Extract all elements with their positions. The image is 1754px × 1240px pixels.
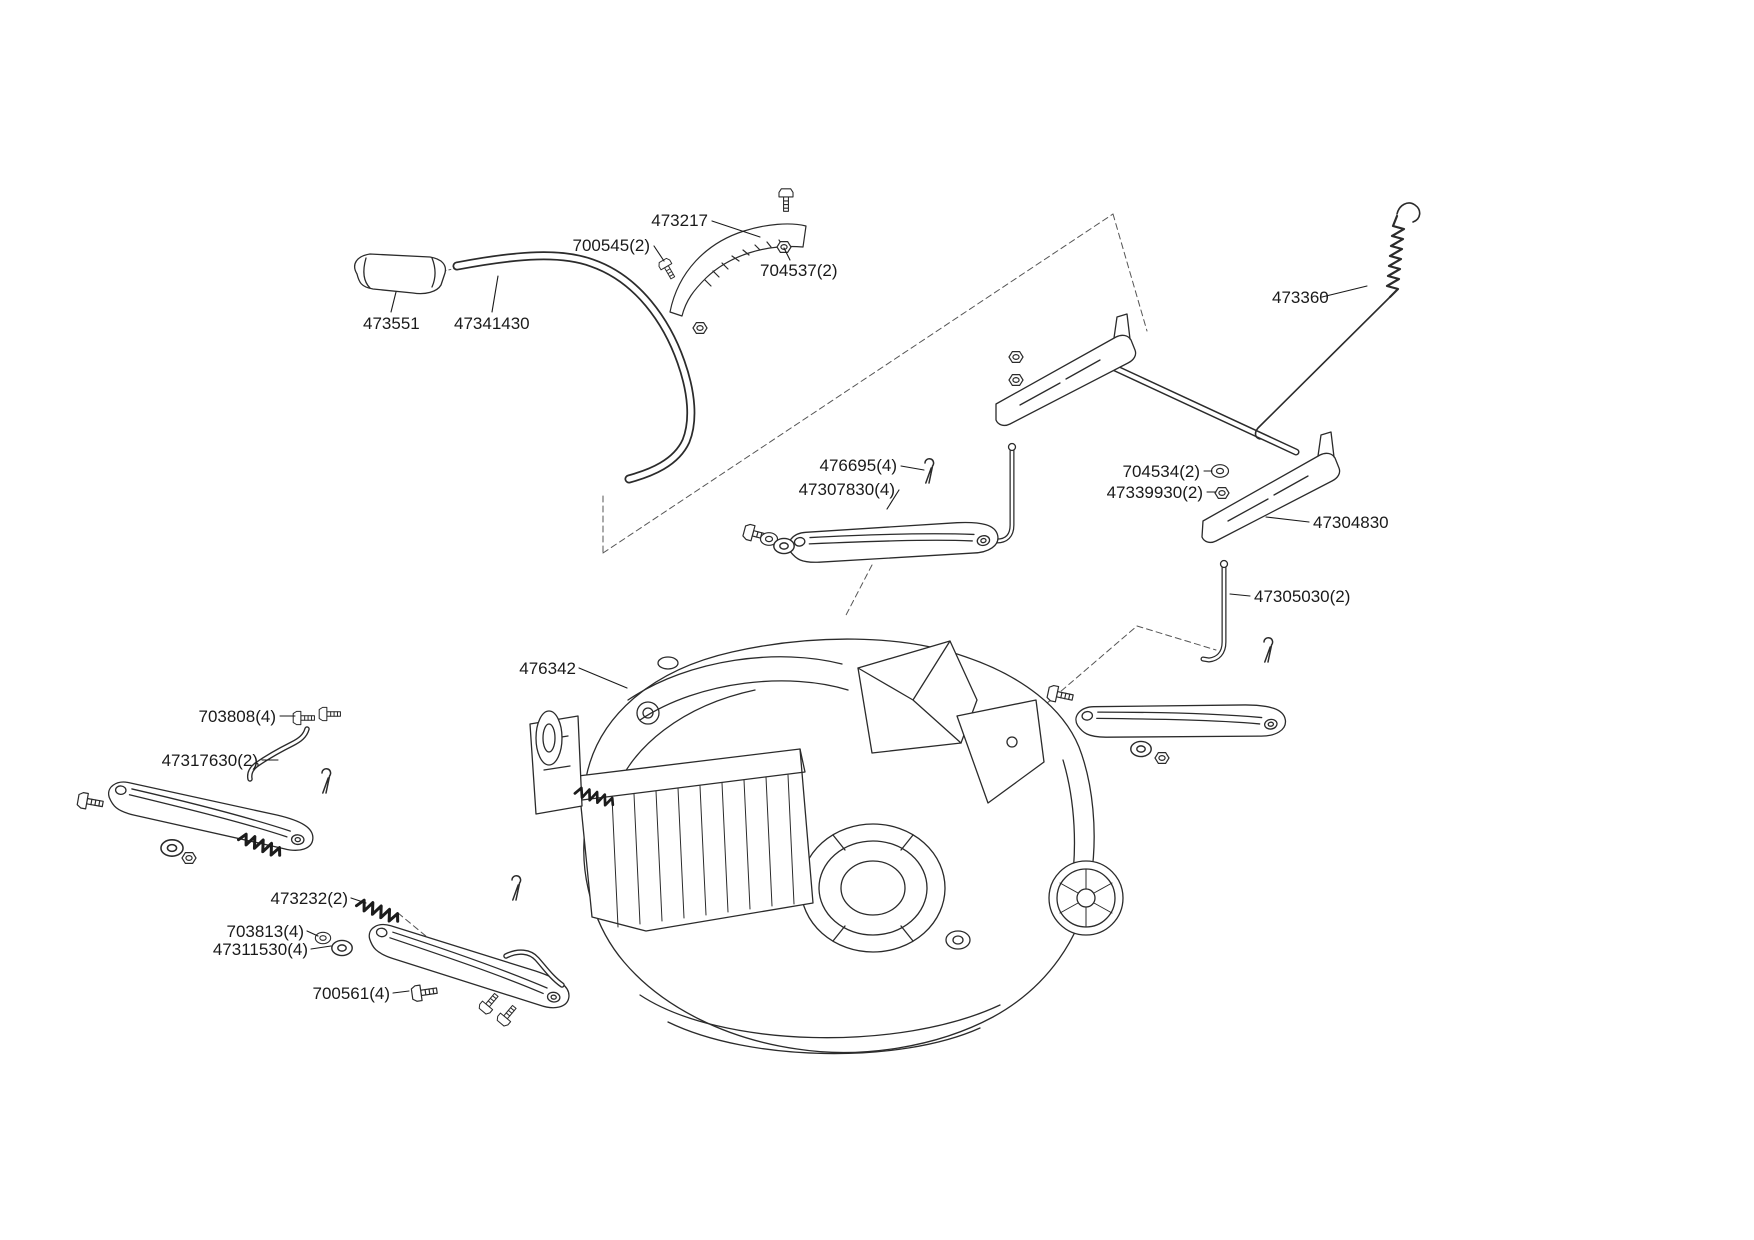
- part-label-704537: 704537(2): [760, 261, 838, 280]
- part-label-47305030: 47305030(2): [1254, 587, 1351, 606]
- part-label-473551: 473551: [363, 314, 420, 333]
- part-label-476342: 476342: [519, 659, 576, 678]
- left-height-arm-assembly-drawing: [76, 706, 341, 865]
- part-label-47307830: 47307830(4): [798, 480, 895, 499]
- part-label-47341430: 47341430: [454, 314, 530, 333]
- part-label-47339930: 47339930(2): [1106, 483, 1203, 502]
- part-label-473360: 473360: [1272, 288, 1329, 307]
- rear-height-rail-assembly-drawing: [987, 313, 1341, 663]
- label-leader-lines: [261, 220, 1368, 994]
- right-height-arm-assembly-drawing: [1045, 636, 1288, 766]
- part-label-703808: 703808(4): [198, 707, 276, 726]
- middle-height-arm-assembly-drawing: [741, 457, 1002, 592]
- part-label-703813: 703813(4): [226, 922, 304, 941]
- front-height-arm-assembly-drawing: [314, 874, 577, 1028]
- part-label-47304830: 47304830: [1313, 513, 1389, 532]
- part-label-47317630: 47317630(2): [161, 751, 258, 770]
- height-quadrant-bracket-drawing: [656, 188, 807, 334]
- part-label-473232: 473232(2): [270, 889, 348, 908]
- handle-grip-drawing: [354, 253, 447, 295]
- mower-deck-drawing: [529, 638, 1124, 1055]
- handle-tube-drawing: [452, 251, 696, 484]
- part-label-473217: 473217: [651, 211, 708, 230]
- part-label-704534: 704534(2): [1122, 462, 1200, 481]
- part-label-47311530: 47311530(4): [212, 940, 308, 959]
- lift-spring-drawing: [1254, 202, 1421, 440]
- part-label-700545: 700545(2): [572, 236, 650, 255]
- part-label-700561: 700561(4): [312, 984, 390, 1003]
- part-label-476695: 476695(4): [819, 456, 897, 475]
